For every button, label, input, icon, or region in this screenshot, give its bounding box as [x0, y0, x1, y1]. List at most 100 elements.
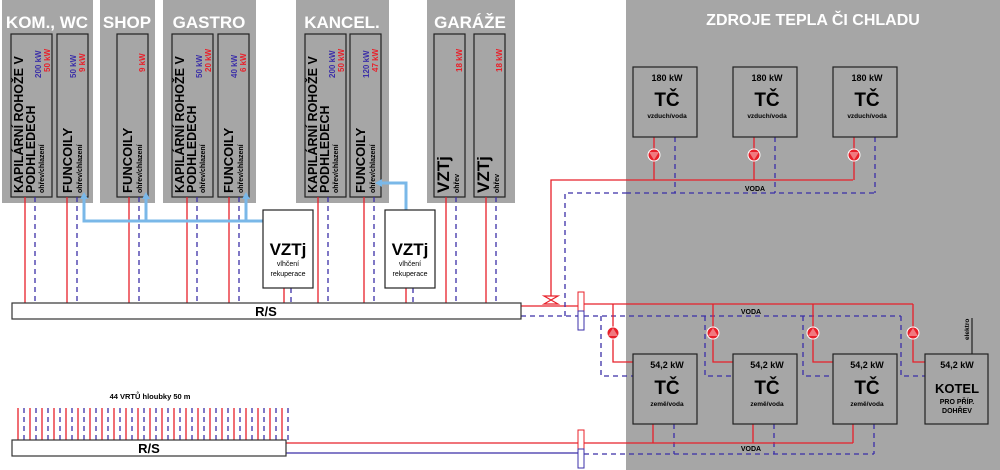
ground-heat-pump-box — [732, 353, 798, 425]
air-duct-vztj1 — [82, 196, 263, 223]
air-hp-name: TČ — [754, 89, 780, 111]
air-heat-pump-box — [732, 66, 798, 138]
terminal-unit-box — [433, 33, 466, 198]
distributor-lower-label: R/S — [138, 441, 160, 456]
unit-name-line2: PODHLEDECH — [24, 105, 38, 193]
boiler-power: 54,2 kW — [940, 360, 974, 370]
unit-mode: ohřev — [454, 174, 461, 193]
air-arrow-icon — [375, 179, 382, 187]
heating-power: 50 kW — [337, 48, 346, 72]
supply-pipe — [712, 304, 733, 363]
water-label-air: VODA — [745, 186, 765, 193]
unit-name: VZTj — [474, 156, 493, 193]
return-pipe — [704, 316, 733, 377]
air-hp-type: vzduch/voda — [747, 113, 787, 120]
ground-hp-name: TČ — [854, 377, 880, 399]
mixing-valve-icon — [541, 295, 561, 305]
terminal-unit-box — [349, 33, 382, 198]
cooling-power: 40 kW — [230, 54, 239, 78]
ground-hp-name: TČ — [654, 377, 680, 399]
unit-name: VZTj — [434, 156, 453, 193]
air-hp-power: 180 kW — [651, 73, 683, 83]
vztj-box — [262, 209, 314, 289]
zone-title-gastro: GASTRO — [173, 13, 246, 32]
unit-name: FUNCOILY — [353, 127, 368, 193]
air-arrow-icon — [242, 192, 250, 199]
vztj-line1: vlhčení — [277, 261, 299, 268]
heating-power: 18 kW — [495, 48, 504, 72]
unit-mode: ohřev/chlazení — [77, 143, 84, 193]
water-label-ground-top: VODA — [741, 309, 761, 316]
unit-mode: ohřev — [494, 174, 501, 193]
hydraulic-separator-lower-return — [577, 448, 585, 469]
electric-feed-label: elektro — [964, 319, 971, 340]
air-hp-name: TČ — [654, 89, 680, 111]
circulation-pump-icon — [606, 326, 620, 340]
air-hp-power: 180 kW — [851, 73, 883, 83]
air-heat-pump: 180 kW TČ vzduch/voda — [632, 66, 698, 162]
air-hp-name: TČ — [854, 89, 880, 111]
unit-name: FUNCOILY — [221, 127, 236, 193]
hydraulic-separator-upper-return — [577, 310, 585, 331]
terminal-unit-box — [10, 33, 53, 198]
terminal-unit-box — [473, 33, 506, 198]
ground-heat-pump-box — [832, 353, 898, 425]
sources-title: ZDROJE TEPLA ČI CHLADU — [706, 10, 920, 29]
air-hp-power: 180 kW — [751, 73, 783, 83]
terminal-unit-box — [304, 33, 347, 198]
heating-power: 18 kW — [455, 48, 464, 72]
air-duct-vztj2 — [382, 181, 408, 210]
ground-hp-type: země/voda — [650, 401, 684, 408]
pump-arrow-icon — [608, 328, 618, 336]
unit-mode: ohřev/chlazení — [200, 143, 207, 193]
ground-hp-power: 54,2 kW — [650, 360, 684, 370]
cooling-power: 120 kW — [362, 50, 371, 78]
boiler-box — [924, 353, 989, 425]
supply-pipe — [612, 304, 633, 363]
distributor-lower — [11, 439, 287, 457]
zone-title-kancel: KANCEL. — [304, 13, 380, 32]
heating-power: 9 kW — [78, 53, 87, 72]
circulation-pump-icon — [706, 326, 720, 340]
heating-power: 6 kW — [239, 53, 248, 72]
unit-name: FUNCOILY — [60, 127, 75, 193]
pump-arrow-icon — [708, 328, 718, 336]
pump-arrow-icon — [849, 152, 859, 160]
unit-name-line2: PODHLEDECH — [318, 105, 332, 193]
water-label-ground-bottom: VODA — [741, 446, 761, 453]
return-pipe — [600, 316, 633, 377]
unit-mode: ohřev/chlazení — [137, 143, 144, 193]
boiler-line2: DOHŘEV — [942, 406, 972, 415]
supply-pipe — [812, 304, 833, 363]
vztj-line1: vlhčení — [399, 261, 421, 268]
ground-heat-pump: 54,2 kW TČ země/voda — [606, 326, 698, 425]
unit-mode: ohřev/chlazení — [238, 143, 245, 193]
ground-hp-name: TČ — [754, 377, 780, 399]
ground-hp-power: 54,2 kW — [750, 360, 784, 370]
air-hp-type: vzduch/voda — [647, 113, 687, 120]
unit-mode: ohřev/chlazení — [370, 143, 377, 193]
boiler-supply — [912, 304, 925, 363]
circulation-pump-icon — [747, 148, 761, 162]
circulation-pump-icon — [647, 148, 661, 162]
unit-name-line1: KAPILÁRNÍ ROHOŽE V — [172, 56, 187, 193]
cooling-power: 50 kW — [69, 54, 78, 78]
distributor-upper — [11, 302, 522, 320]
unit-name-line1: KAPILÁRNÍ ROHOŽE V — [305, 56, 320, 193]
heating-power: 50 kW — [43, 48, 52, 72]
air-arrow-icon — [142, 192, 150, 199]
air-hp-supply-link — [550, 179, 626, 300]
